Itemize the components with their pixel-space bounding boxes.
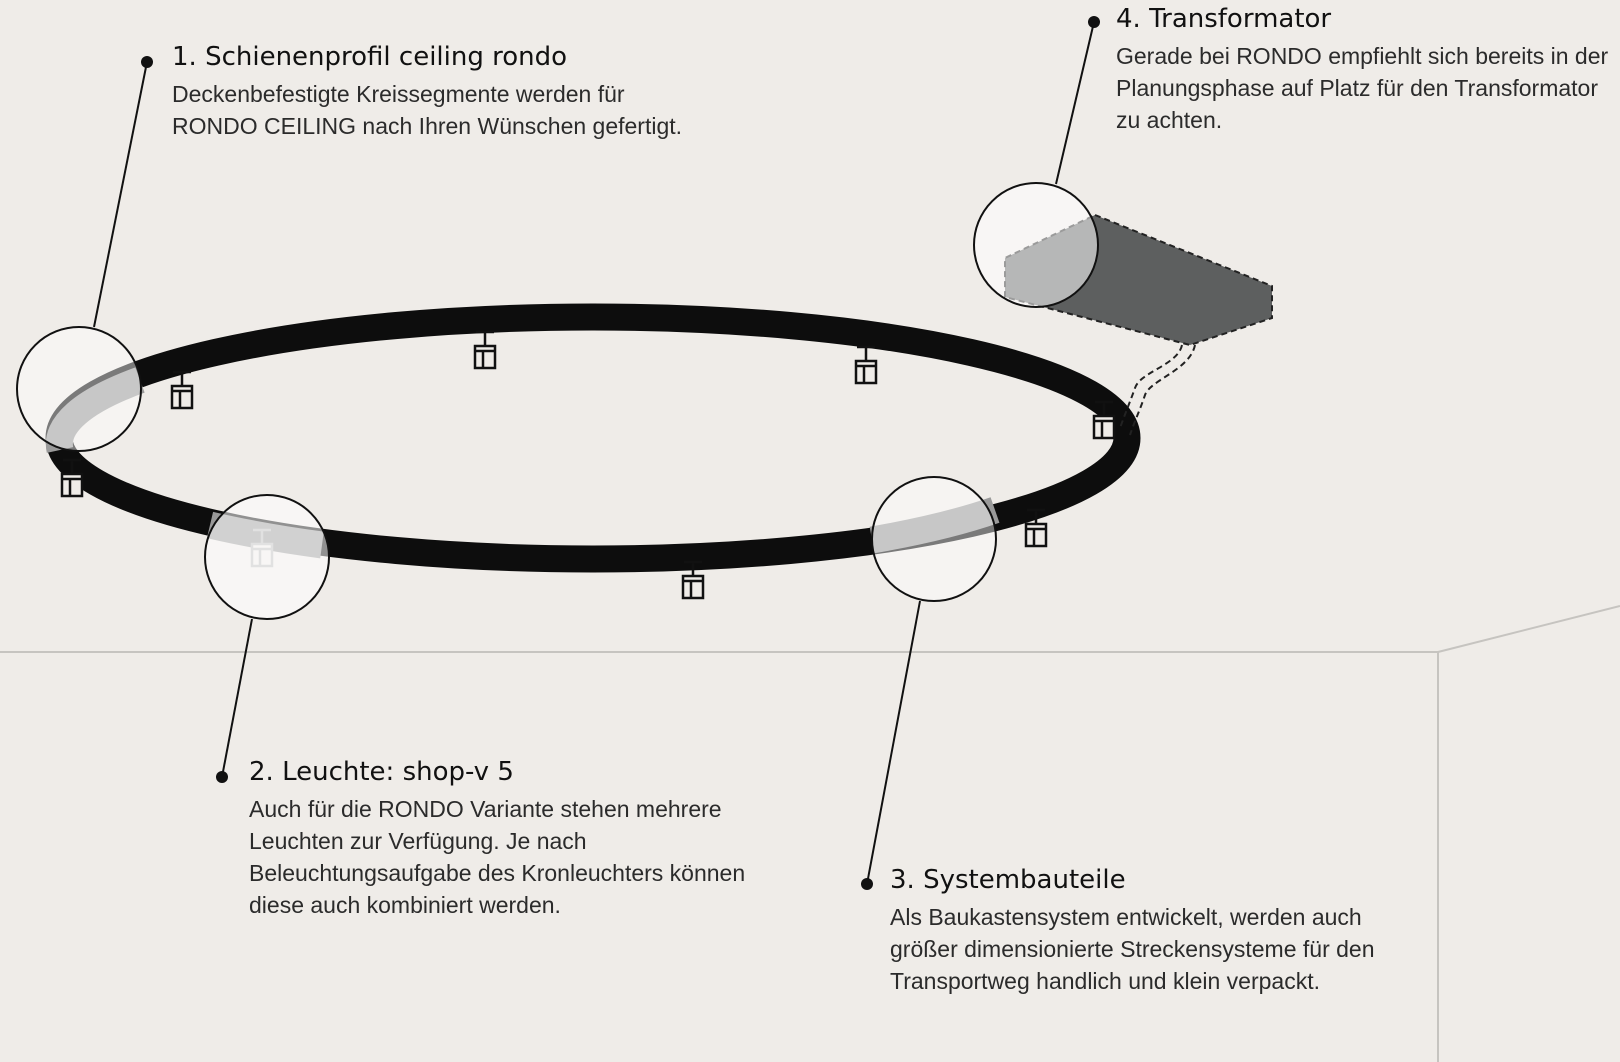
magnifier-circle-3 [871, 476, 997, 602]
spotlight-icon [854, 345, 878, 385]
spotlight-icon [681, 560, 705, 600]
magnifier-circles [16, 182, 1099, 620]
magnifier-circle-4 [973, 182, 1099, 308]
spotlight-icon [170, 370, 194, 410]
callout-rail-profile: 1. Schienenprofil ceiling rondo Deckenbe… [172, 42, 692, 142]
callout-luminaire: 2. Leuchte: shop-v 5 Auch für die RONDO … [249, 757, 769, 921]
magnifier-circle-1 [16, 326, 142, 452]
room-edges [0, 605, 1620, 1062]
callout-text: Gerade bei RONDO empfiehlt sich bereits … [1116, 43, 1609, 133]
spotlight-icon [1024, 508, 1048, 548]
callout-title: 4. Transformator [1116, 4, 1332, 34]
leader-dots [141, 16, 1100, 890]
spotlight-icon [473, 330, 497, 370]
spotlights [60, 330, 1116, 600]
callout-transformer: 4. Transformator Gerade bei RONDO empfie… [1116, 4, 1616, 136]
callout-text: Deckenbefestigte Kreissegmente werden fü… [172, 81, 683, 139]
magnifier-circle-2 [204, 494, 330, 620]
spotlight-icon [1092, 400, 1116, 440]
callout-title: 3. Systembauteile [890, 865, 1126, 895]
callout-title: 1. Schienenprofil ceiling rondo [172, 42, 568, 72]
callout-text: Auch für die RONDO Variante stehen mehre… [249, 796, 746, 918]
callout-system-components: 3. Systembauteile Als Baukastensystem en… [890, 865, 1430, 997]
callout-text: Als Baukastensystem entwickelt, werden a… [890, 904, 1375, 994]
spotlight-icon [60, 458, 84, 498]
leader-lines [93, 21, 1095, 885]
callout-title: 2. Leuchte: shop-v 5 [249, 757, 514, 787]
